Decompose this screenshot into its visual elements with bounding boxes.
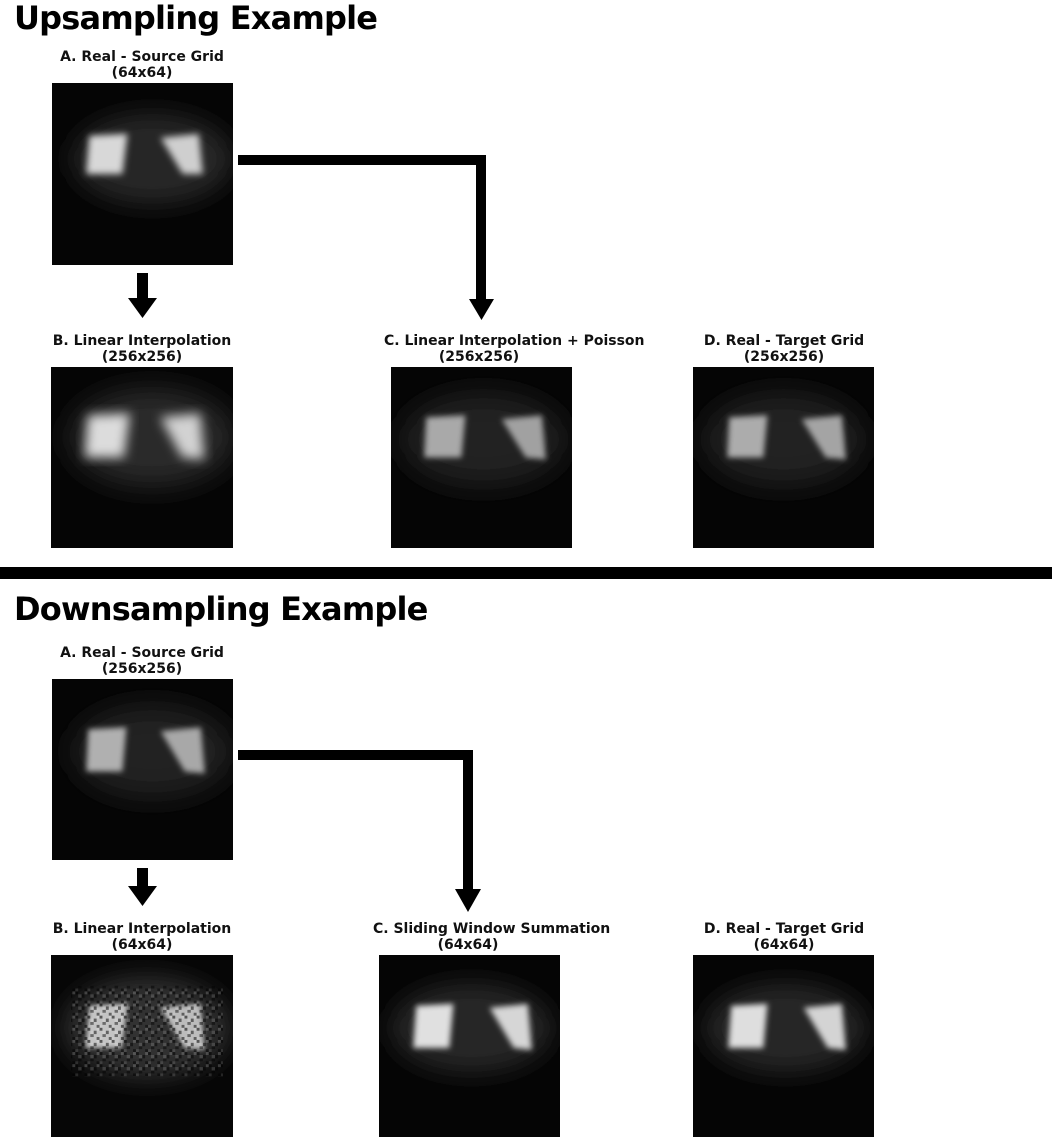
down-sliding-window-image: [379, 955, 560, 1137]
caption-line1: C. Linear Interpolation + Poisson: [384, 333, 645, 349]
down-panel-a-caption: A. Real - Source Grid(256x256): [47, 645, 237, 677]
down-panel-d-caption: D. Real - Target Grid(64x64): [689, 921, 879, 953]
caption-line2: (64x64): [111, 937, 173, 953]
caption-line1: C. Sliding Window Summation: [373, 921, 611, 937]
caption-line1: D. Real - Target Grid: [703, 921, 865, 937]
caption-line2: (256x256): [438, 349, 520, 365]
down-target-image: [693, 955, 874, 1137]
caption-line1: A. Real - Source Grid: [60, 49, 224, 65]
caption-line1: B. Linear Interpolation: [52, 921, 232, 937]
up-panel-a-caption: A. Real - Source Grid(64x64): [47, 49, 237, 81]
caption-line1: B. Linear Interpolation: [52, 333, 232, 349]
caption-line1: A. Real - Source Grid: [60, 645, 224, 661]
section-divider: [0, 567, 1052, 579]
up-arrow-a-to-c: [238, 155, 494, 320]
up-target-image: [693, 367, 874, 548]
up-panel-b-caption: B. Linear Interpolation(256x256): [47, 333, 237, 365]
up-source-image: [52, 83, 233, 265]
caption-line2: (64x64): [111, 65, 173, 81]
down-panel-b-caption: B. Linear Interpolation(64x64): [47, 921, 237, 953]
down-linear-interp-image: [51, 955, 233, 1137]
down-source-image: [52, 679, 233, 860]
caption-line2: (256x256): [101, 661, 183, 677]
up-panel-d-caption: D. Real - Target Grid(256x256): [689, 333, 879, 365]
down-arrow-a-to-c: [238, 750, 481, 912]
upsampling-title: Upsampling Example: [14, 0, 378, 37]
caption-line2: (64x64): [437, 937, 499, 953]
up-linear-interp-image: [51, 367, 233, 548]
up-interp-poisson-image: [391, 367, 572, 548]
down-panel-c-caption: C. Sliding Window Summation(64x64): [373, 921, 611, 953]
caption-line2: (64x64): [753, 937, 815, 953]
downsampling-title: Downsampling Example: [14, 590, 428, 628]
up-arrow-a-to-b: [128, 273, 157, 318]
up-panel-c-caption: C. Linear Interpolation + Poisson(256x25…: [384, 333, 645, 365]
caption-line2: (256x256): [101, 349, 183, 365]
caption-line1: D. Real - Target Grid: [703, 333, 865, 349]
caption-line2: (256x256): [743, 349, 825, 365]
down-arrow-a-to-b: [128, 868, 157, 906]
